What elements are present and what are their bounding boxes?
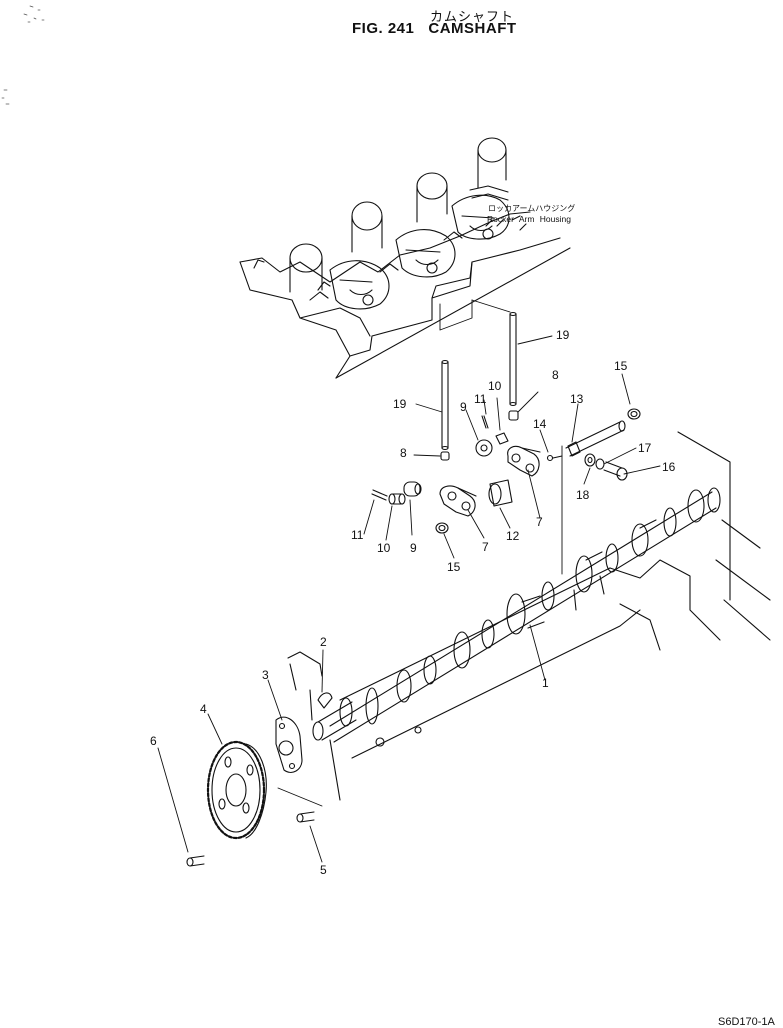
cap-8-left (441, 452, 449, 460)
thrust-plate (276, 717, 302, 772)
follower-shaft-13 (566, 421, 625, 456)
camshaft-gear (208, 742, 266, 838)
figure-number: FIG. 241 (352, 20, 415, 37)
bolt-16 (604, 462, 627, 480)
callout-2: 2 (320, 635, 327, 649)
drawing-code: S6D170-1A (718, 1016, 775, 1028)
callout-19-left: 19 (393, 397, 407, 411)
ring-17 (596, 459, 604, 469)
callout-14: 14 (533, 417, 547, 431)
rocker-arm-housing-label-jp: ロッカアームハウジング (488, 204, 576, 213)
callout-17: 17 (638, 441, 652, 455)
callout-10-right: 10 (488, 379, 502, 393)
callout-7-left: 7 (482, 540, 489, 554)
rocker-arm-housing (240, 138, 570, 378)
callout-11-right: 11 (474, 392, 487, 406)
callout-4: 4 (200, 702, 207, 716)
pushrod-guide-lines (440, 300, 510, 330)
bolt-6 (187, 856, 204, 866)
callout-7-right: 7 (536, 515, 543, 529)
callout-9-right: 9 (460, 400, 467, 414)
figure-title-japanese: カムシャフト (430, 10, 515, 25)
callout-15-right: 15 (614, 359, 628, 373)
callout-12: 12 (506, 529, 520, 543)
leader-lines (158, 336, 660, 862)
roller-9-right (476, 440, 492, 456)
callout-6: 6 (150, 734, 157, 748)
callout-3: 3 (262, 668, 269, 682)
callout-9-left: 9 (410, 541, 417, 555)
figure-title: FIG. 241 CAMSHAFT (352, 20, 531, 37)
callout-13: 13 (570, 392, 584, 406)
pin-11-right (482, 416, 488, 428)
snap-ring-15-right (628, 409, 640, 419)
bushing-10-right (496, 433, 508, 444)
camshaft (313, 488, 720, 742)
woodruff-key (318, 693, 332, 708)
cam-follower-7-right (508, 446, 540, 476)
callout-5: 5 (320, 863, 327, 877)
snap-ring-15-left (436, 523, 448, 533)
callout-18: 18 (576, 488, 590, 502)
figure-title-text: CAMSHAFT (428, 20, 517, 37)
callout-8-right: 8 (552, 368, 559, 382)
bushing-12 (489, 480, 512, 506)
callout-16: 16 (662, 460, 676, 474)
callout-10-left: 10 (377, 541, 391, 555)
bolt-5 (278, 788, 322, 822)
callout-11-left: 11 (351, 528, 364, 542)
scan-specks (2, 6, 44, 104)
callout-19-right: 19 (556, 328, 570, 342)
roller-9-left (404, 482, 421, 496)
push-rod-left (442, 361, 448, 450)
cam-follower-7-left (440, 486, 476, 516)
callout-15-left: 15 (447, 560, 461, 574)
washer-18 (585, 454, 595, 466)
cap-8-right (509, 411, 518, 420)
push-rod-right (510, 313, 516, 406)
engine-block (288, 432, 770, 800)
callout-1: 1 (542, 676, 549, 690)
pin-11-left (372, 490, 387, 500)
rocker-arm-housing-label: Rocker Arm Housing (487, 214, 571, 224)
pin-14 (548, 456, 563, 461)
bushing-10-left (389, 494, 405, 504)
callout-8-left: 8 (400, 446, 407, 460)
camshaft-lobes (366, 490, 704, 724)
